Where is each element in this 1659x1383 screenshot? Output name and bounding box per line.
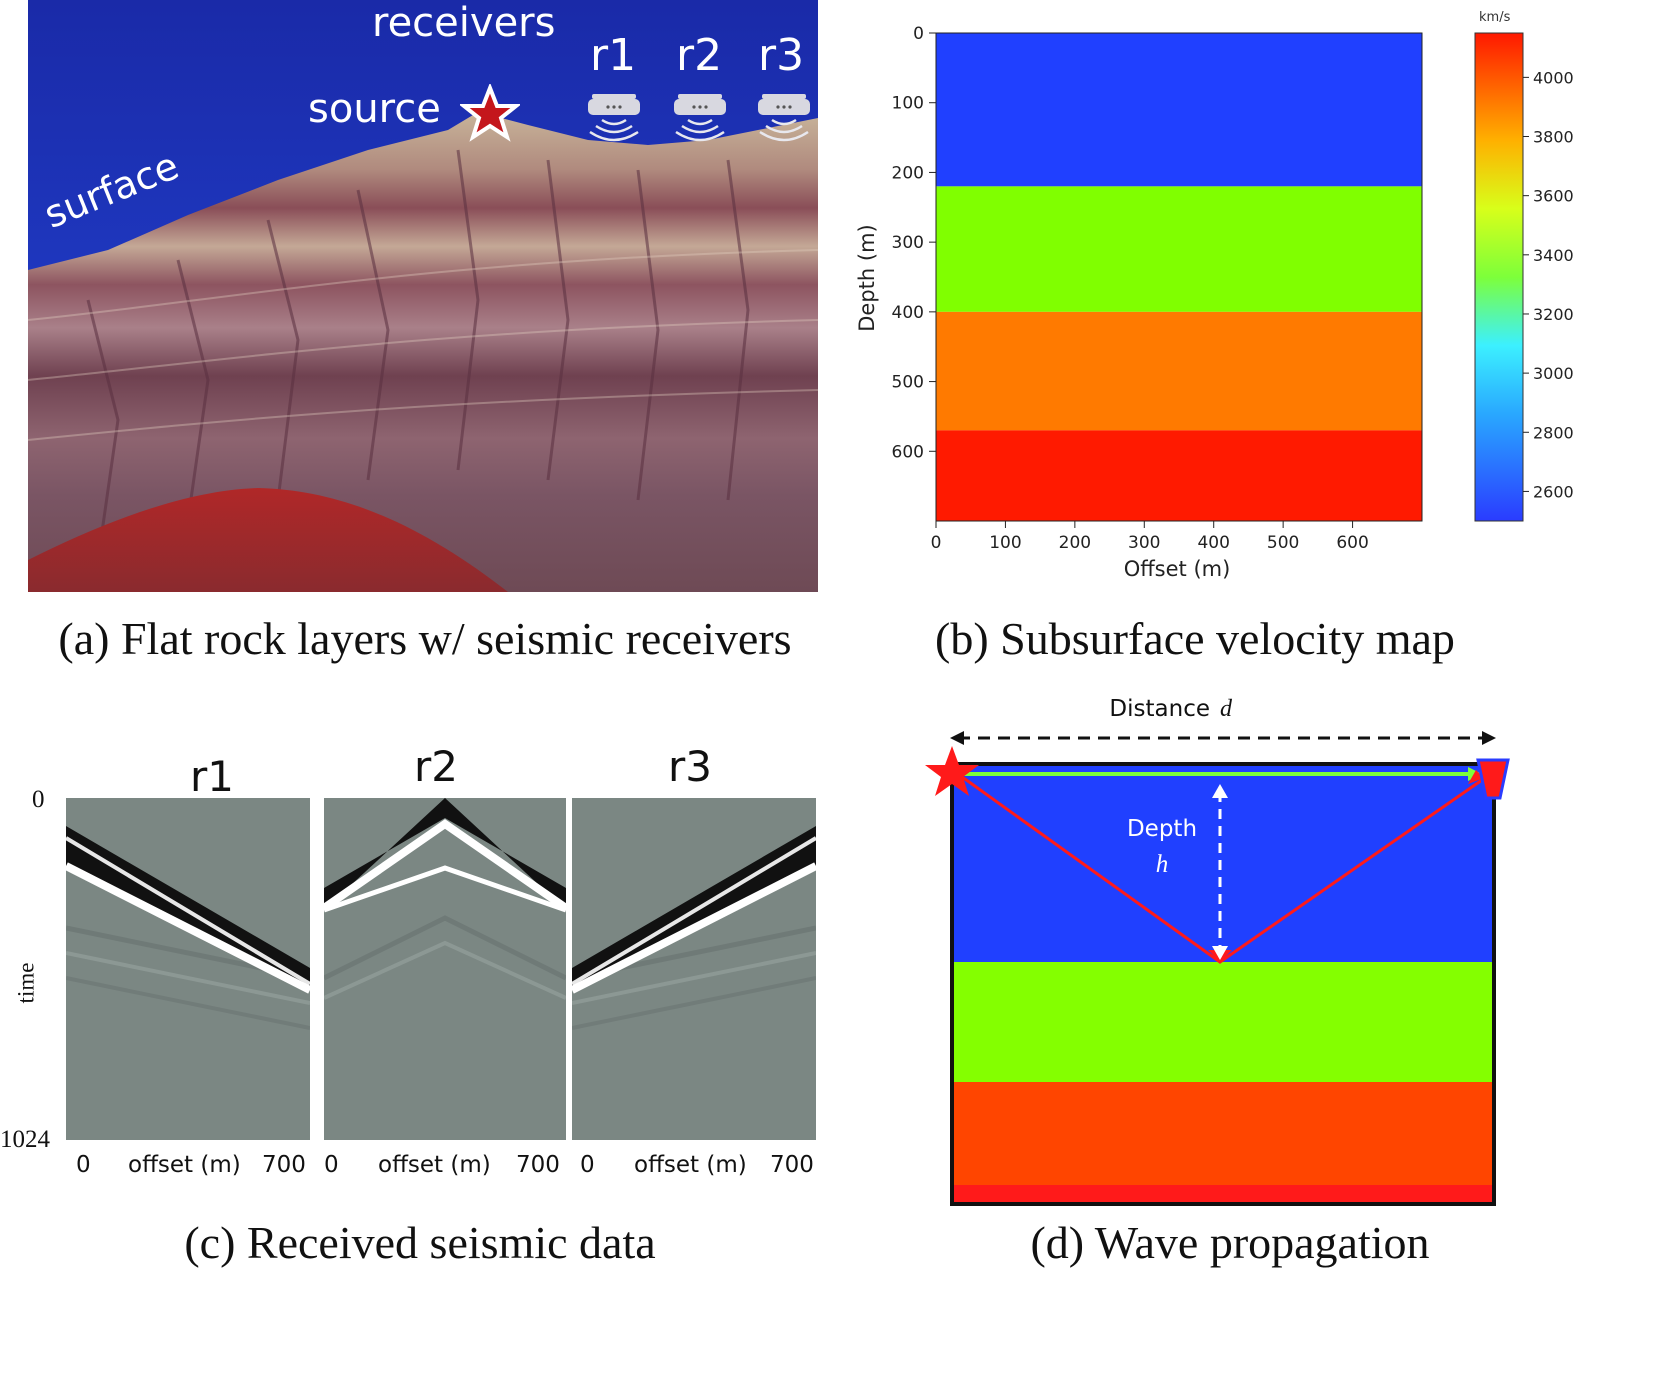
panel-c: r1 r2 r3 time 0 1024 0 offset (m) 700 0 … xyxy=(0,730,830,1210)
r2-xlabel: offset (m) xyxy=(378,1152,491,1178)
chart-b-xlabel: Offset (m) xyxy=(1124,557,1231,581)
receiver-r2-label: r2 xyxy=(676,30,723,81)
seismic-gather-r2 xyxy=(324,798,566,1140)
receiver-icon xyxy=(1476,758,1510,800)
depth-var: h xyxy=(1156,851,1169,878)
seismic-gather-r1 xyxy=(66,798,310,1140)
velocity-map-axes: 0 100 200 300 400 500 600 0 100 200 300 400 500 600 xyxy=(892,24,1423,553)
colorbar xyxy=(1474,32,1524,522)
source-star-icon xyxy=(925,746,979,796)
r3-xlabel: offset (m) xyxy=(634,1152,747,1178)
panel-c-y-bottom: 1024 xyxy=(0,1126,50,1153)
x-tick-label: 400 xyxy=(1197,533,1229,553)
panel-c-y-top: 0 xyxy=(32,786,45,813)
colorbar-unit: km/s xyxy=(1479,10,1511,25)
panel-c-title-r1: r1 xyxy=(190,752,234,801)
y-tick-label: 200 xyxy=(892,163,924,183)
r1-x-right: 700 xyxy=(262,1152,306,1178)
r3-x-right: 700 xyxy=(770,1152,814,1178)
depth-label: Depth xyxy=(1127,816,1197,842)
distance-var: d xyxy=(1220,696,1233,722)
x-tick-label: 0 xyxy=(931,533,942,553)
caption-a: (a) Flat rock layers w/ seismic receiver… xyxy=(58,613,792,664)
caption-d: (d) Wave propagation xyxy=(1030,1217,1430,1268)
velocity-layer-3 xyxy=(936,311,1422,431)
colorbar-tick-label: 3200 xyxy=(1533,305,1574,324)
panel-c-ylabel: time xyxy=(13,962,39,1004)
receivers-label: receivers xyxy=(372,0,556,46)
velocity-layer-4 xyxy=(936,430,1422,521)
y-tick-label: 600 xyxy=(892,442,924,462)
panel-c-title-r3: r3 xyxy=(668,742,712,791)
colorbar-tick-label: 3000 xyxy=(1533,364,1574,383)
x-tick-label: 300 xyxy=(1128,533,1160,553)
receiver-r3-label: r3 xyxy=(758,30,805,81)
plot-frame xyxy=(935,32,1423,522)
y-tick-label: 400 xyxy=(892,303,924,323)
y-tick-label: 500 xyxy=(892,373,924,393)
r2-x-left: 0 xyxy=(324,1152,339,1178)
velocity-map-chart: 0 100 200 300 400 500 600 0 100 200 300 400 500 600 O… xyxy=(855,10,1574,581)
x-tick-label: 600 xyxy=(1336,533,1368,553)
velocity-layer-2 xyxy=(936,186,1422,312)
caption-c: (c) Received seismic data xyxy=(184,1217,656,1268)
y-tick-label: 0 xyxy=(913,24,924,44)
velocity-layer-1 xyxy=(936,33,1422,187)
x-tick-label: 100 xyxy=(989,533,1021,553)
receiver-r1-icon xyxy=(588,94,640,142)
receiver-r3-icon xyxy=(758,94,810,142)
colorbar-ticks: 2600 2800 3000 3200 3400 3600 3800 4000 xyxy=(1523,68,1574,501)
distance-label: Distance xyxy=(1109,696,1210,722)
r2-x-right: 700 xyxy=(516,1152,560,1178)
colorbar-tick-label: 2800 xyxy=(1533,423,1574,442)
caption-b: (b) Subsurface velocity map xyxy=(935,613,1455,664)
x-tick-label: 500 xyxy=(1267,533,1299,553)
velocity-map-plot xyxy=(936,33,1422,521)
r3-x-left: 0 xyxy=(580,1152,595,1178)
chart-b-ylabel: Depth (m) xyxy=(855,224,879,331)
colorbar-tick-label: 4000 xyxy=(1533,68,1574,87)
r1-xlabel: offset (m) xyxy=(128,1152,241,1178)
receiver-r2-icon xyxy=(674,94,726,142)
seismic-gather-r3 xyxy=(572,798,816,1140)
panel-a: receivers source surface r1 r2 r3 xyxy=(28,0,818,592)
source-star-icon xyxy=(460,84,520,142)
colorbar-tick-label: 2600 xyxy=(1533,482,1574,501)
r1-x-left: 0 xyxy=(76,1152,91,1178)
y-tick-label: 100 xyxy=(892,94,924,114)
receiver-r1-label: r1 xyxy=(590,30,637,81)
wave-propagation-diagram: Distance d Depth h xyxy=(925,696,1510,1206)
y-tick-label: 300 xyxy=(892,233,924,253)
panel-c-title-r2: r2 xyxy=(414,742,458,791)
colorbar-tick-label: 3400 xyxy=(1533,246,1574,265)
source-label: source xyxy=(308,86,441,132)
colorbar-tick-label: 3600 xyxy=(1533,187,1574,206)
x-tick-label: 200 xyxy=(1059,533,1091,553)
colorbar-tick-label: 3800 xyxy=(1533,128,1574,147)
